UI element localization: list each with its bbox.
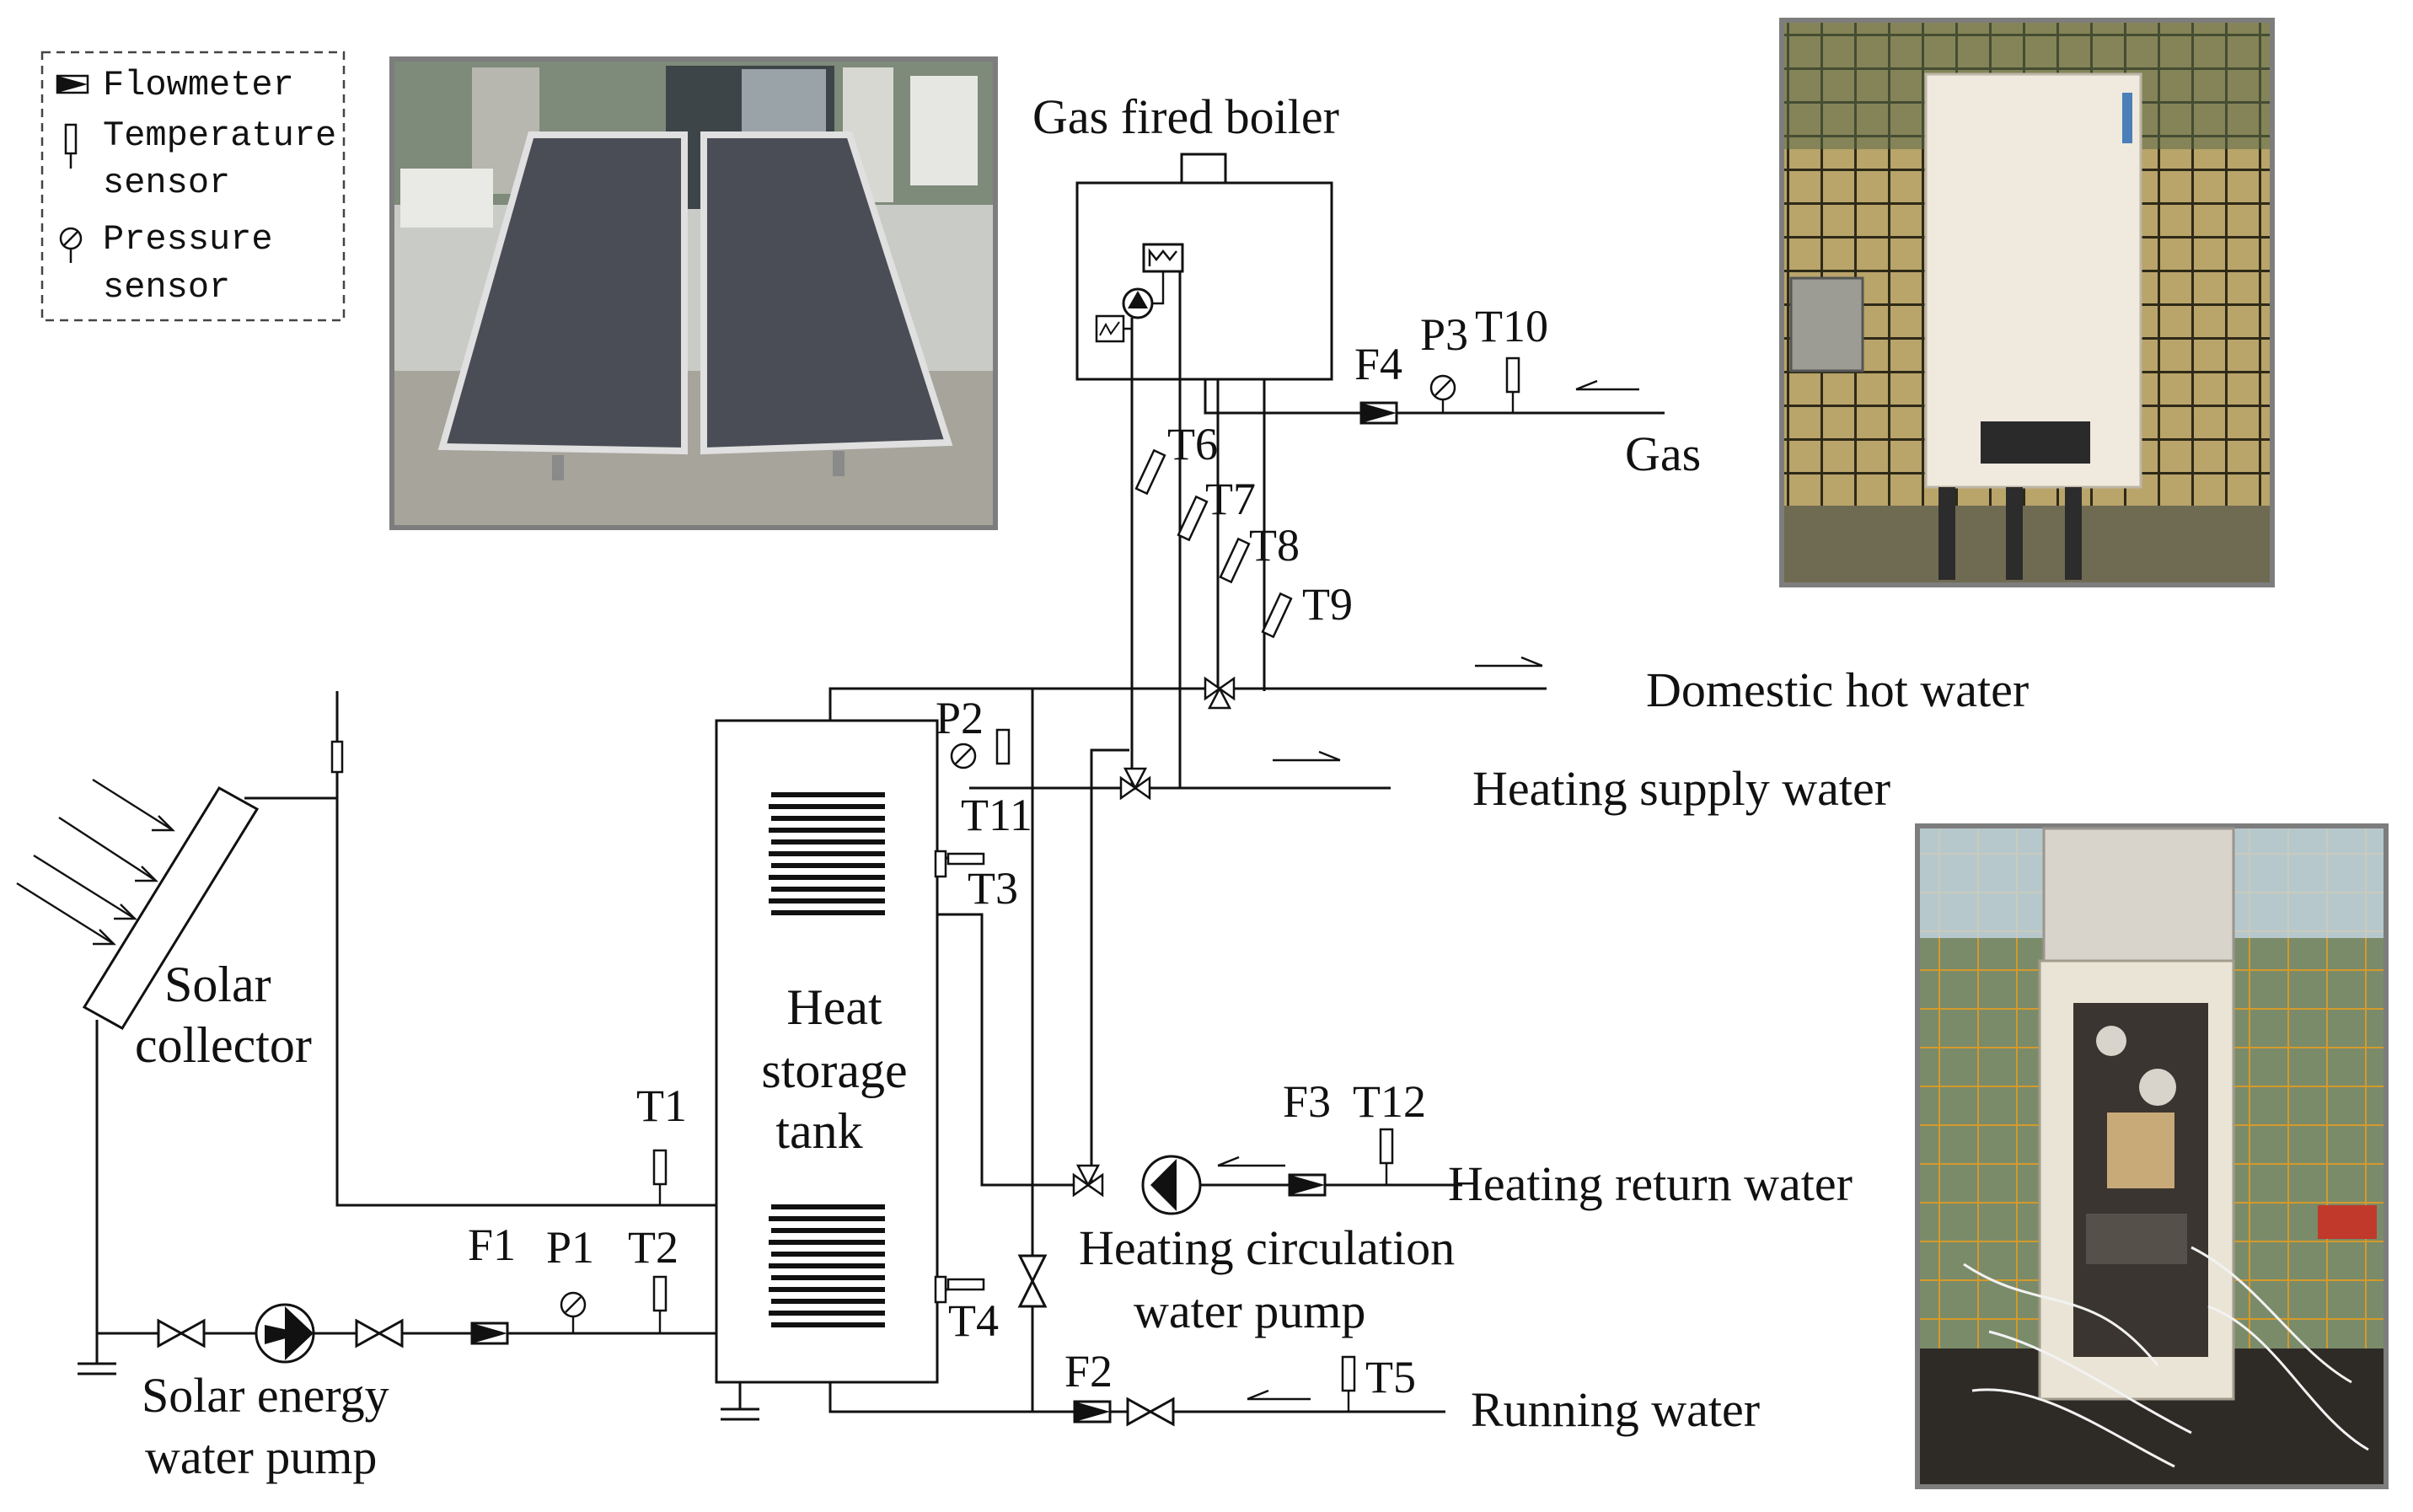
pressure-sensors [560, 374, 1456, 1333]
label-domestic-hot-water: Domestic hot water [1646, 662, 2029, 717]
temperature-sensor-t1-icon [652, 1149, 668, 1205]
pressure-sensor-legend-icon [59, 227, 83, 263]
temperature-sensor-icon [330, 740, 344, 774]
three-way-valve-icon [1119, 767, 1151, 801]
temperature-sensor-t12-icon [1379, 1128, 1394, 1185]
solar-collector-label-1: Solar [164, 957, 271, 1012]
boiler-internals-photo [1915, 823, 2389, 1489]
temperature-sensor-t2-icon [652, 1275, 668, 1333]
tank-label-1: Heat [786, 979, 882, 1035]
label-t5: T5 [1365, 1352, 1416, 1402]
label-t7: T7 [1205, 474, 1256, 524]
three-way-valve-icon [1072, 1164, 1104, 1198]
boiler-burner-icon [1095, 314, 1125, 343]
gate-valve-icon [355, 1318, 404, 1348]
solar-pump-label-2: water pump [145, 1429, 377, 1484]
sun-rays-icon [16, 778, 175, 946]
label-f4: F4 [1354, 339, 1402, 389]
label-t11: T11 [961, 790, 1032, 840]
arrow-left-icon [1247, 1389, 1311, 1401]
legend-pressure-label-2: sensor [103, 267, 230, 308]
arrow-left-icon [1575, 379, 1639, 391]
pressure-sensor-p2-icon [950, 743, 977, 769]
label-t10: T10 [1475, 301, 1548, 351]
temperature-sensor-t11-icon [995, 728, 1011, 765]
heat-storage-tank: Heat storage tank [715, 719, 939, 1384]
label-t8: T8 [1249, 520, 1300, 571]
gas-fired-boiler-label: Gas fired boiler [1032, 89, 1339, 144]
flowmeters [470, 401, 1398, 1424]
gas-boiler-photo [1779, 18, 2275, 587]
solar-collector-label-2: collector [135, 1017, 312, 1073]
solar-energy-pump [255, 1303, 315, 1364]
legend-temperature-label-1: Temperature [103, 115, 336, 156]
label-t6: T6 [1167, 419, 1218, 469]
label-p1: P1 [546, 1222, 594, 1273]
gas-fired-boiler: Gas fired boiler [1032, 89, 1339, 381]
temperature-sensors [330, 357, 1520, 1412]
solar-collector-photo [389, 56, 998, 530]
label-p3: P3 [1420, 309, 1468, 360]
heating-pump-label-1: Heating circulation [1079, 1220, 1455, 1275]
label-t3: T3 [968, 863, 1018, 914]
heating-pump-label-2: water pump [1134, 1284, 1365, 1338]
label-p2: P2 [936, 693, 984, 743]
temperature-sensor-t7-icon [1177, 495, 1209, 542]
upper-coil [769, 792, 885, 915]
label-running-water: Running water [1471, 1382, 1760, 1437]
solar-collector: Solar collector [16, 778, 312, 1073]
three-way-valve-icon [1204, 676, 1236, 710]
solar-pump-label-1: Solar energy [142, 1368, 389, 1423]
temperature-sensor-t5-icon [1341, 1355, 1356, 1412]
legend-flowmeter-label: Flowmeter [103, 65, 294, 105]
lower-coil [769, 1204, 885, 1327]
arrow-left-icon [1217, 1155, 1285, 1167]
label-t12: T12 [1353, 1076, 1426, 1127]
label-t2: T2 [628, 1222, 678, 1273]
valves [157, 676, 1236, 1427]
temperature-sensor-t8-icon [1219, 537, 1251, 584]
temperature-sensor-t9-icon [1261, 592, 1293, 639]
stream-labels: Gas Domestic hot water Heating supply wa… [1448, 426, 2029, 1437]
temperature-sensor-t10-icon [1505, 357, 1520, 413]
flow-arrows [1217, 379, 1639, 1401]
label-f3: F3 [1283, 1076, 1331, 1127]
instrument-labels: T1 T2 T3 T4 T5 T6 T7 T8 T9 T10 T11 T12 P… [468, 301, 1548, 1402]
label-f1: F1 [468, 1220, 516, 1270]
label-gas: Gas [1625, 426, 1701, 481]
heating-circulation-pump [1141, 1155, 1202, 1215]
temperature-sensor-t6-icon [1134, 448, 1166, 496]
label-t4: T4 [948, 1295, 999, 1346]
arrow-right-icon [1273, 750, 1341, 762]
legend-temperature-label-2: sensor [103, 163, 230, 203]
legend-pressure-label-1: Pressure [103, 219, 273, 260]
label-heating-return-water: Heating return water [1448, 1156, 1853, 1211]
pressure-sensor-p3-icon [1429, 374, 1456, 413]
gate-valve-icon [1017, 1254, 1048, 1308]
gate-valve-icon [1126, 1397, 1175, 1427]
arrow-right-icon [1475, 656, 1543, 668]
pressure-sensor-p1-icon [560, 1291, 587, 1333]
tank-label-3: tank [775, 1103, 862, 1159]
temperature-sensor-t3-icon [934, 850, 985, 878]
flowmeter-f4-icon [1359, 401, 1398, 425]
tank-label-2: storage [761, 1043, 907, 1098]
flowmeter-f2-icon [1073, 1400, 1112, 1424]
label-heating-supply-water: Heating supply water [1472, 761, 1890, 816]
flowmeter-f1-icon [470, 1322, 509, 1345]
temperature-sensor-t4-icon [934, 1275, 985, 1304]
label-f2: F2 [1064, 1346, 1113, 1397]
flowmeter-f3-icon [1288, 1173, 1327, 1197]
temperature-sensor-legend-icon [64, 123, 78, 169]
boiler-heat-exchanger-icon [1142, 243, 1184, 273]
legend: Flowmeter Temperature sensor Pressure se… [40, 51, 346, 322]
boiler-internal-pump-icon [1122, 287, 1154, 319]
flowmeter-legend-icon [56, 74, 89, 94]
label-t1: T1 [636, 1080, 687, 1131]
gate-valve-icon [157, 1318, 206, 1348]
label-t9: T9 [1302, 579, 1353, 630]
